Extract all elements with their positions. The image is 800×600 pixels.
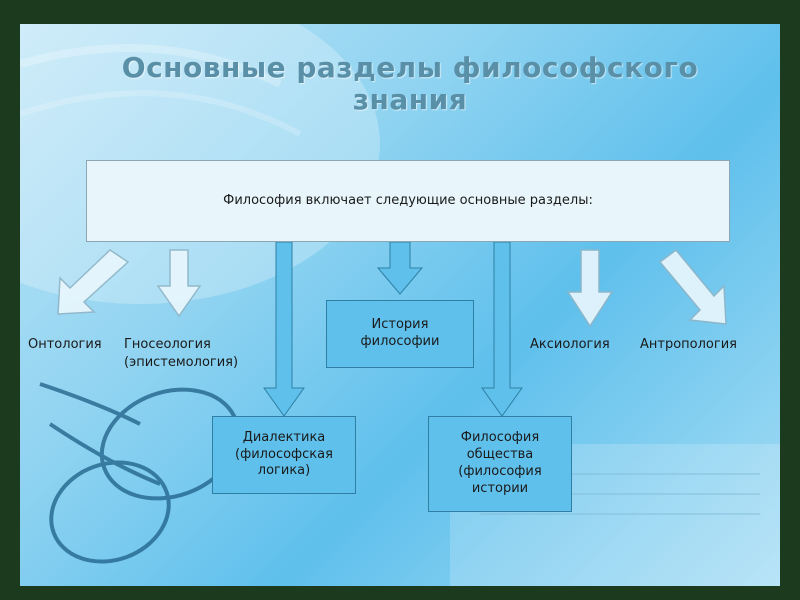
main-box: Философия включает следующие основные ра… <box>86 160 730 242</box>
arrow-axiology <box>566 249 614 328</box>
gnoseology-line-2: (эпистемология) <box>124 354 239 370</box>
arrow-anthropology <box>658 248 727 325</box>
arrow-dialectics <box>263 241 305 417</box>
main-box-text: Философия включает следующие основные ра… <box>223 192 593 208</box>
label-gnoseology: Гносеология (эпистемология) <box>124 336 238 371</box>
slide-title: Основные разделы философского знания <box>90 51 730 117</box>
label-anthropology: Антропология <box>640 337 737 352</box>
slide: Основные разделы философского знания Фил… <box>20 24 780 586</box>
dialectics-line-3: логика) <box>257 463 311 479</box>
history-line-1: История <box>371 317 429 333</box>
gnoseology-line-1: Гносеология <box>124 337 211 352</box>
history-line-2: философии <box>360 334 440 349</box>
box-dialectics: Диалектика (философская логика) <box>212 416 356 494</box>
box-philosophy-of-society: Философия общества (философия истории <box>428 416 572 512</box>
society-line-3: (философия <box>458 464 542 479</box>
label-axiology: Аксиология <box>530 337 610 352</box>
label-ontology: Онтология <box>28 337 102 352</box>
title-line-2: знания <box>352 83 468 117</box>
title-line-1: Основные разделы философского <box>121 51 699 84</box>
society-line-4: истории <box>471 480 529 496</box>
box-history-of-philosophy: История философии <box>326 300 474 368</box>
arrow-ontology <box>57 249 130 315</box>
dialectics-line-2: (философская <box>235 446 333 462</box>
arrows-layer <box>57 241 727 417</box>
arrow-history <box>376 241 424 295</box>
society-line-2: общества <box>466 447 534 463</box>
arrow-gnoseology <box>156 249 202 318</box>
arrow-society <box>481 241 523 417</box>
dialectics-line-1: Диалектика <box>242 429 326 445</box>
society-line-1: Философия <box>460 430 540 446</box>
